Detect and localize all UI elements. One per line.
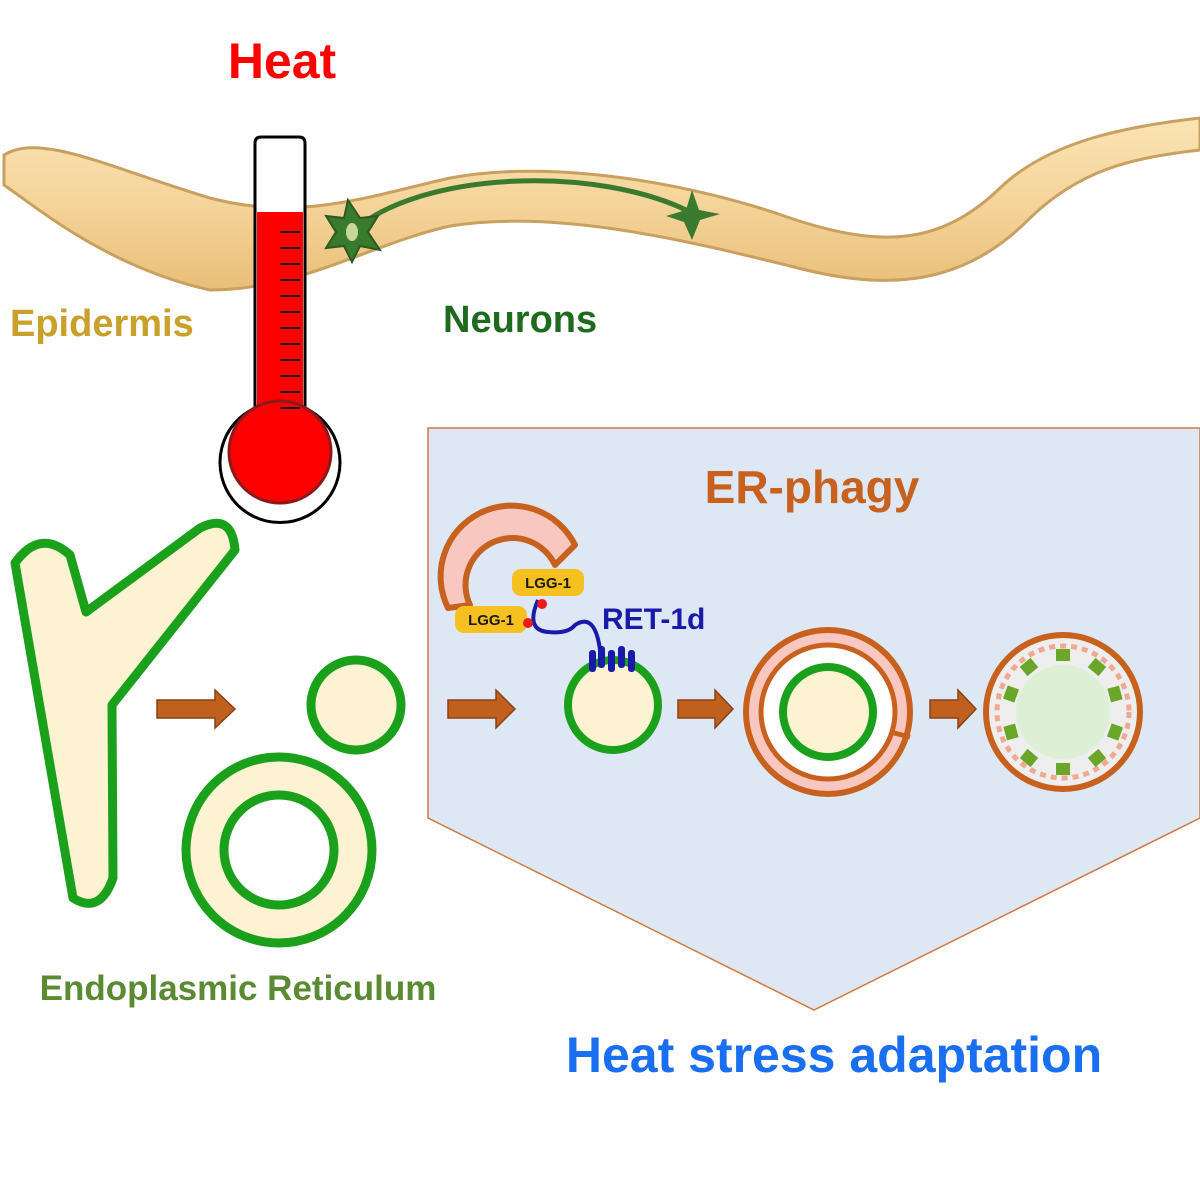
- degraded-er-lumen: [1016, 665, 1110, 759]
- er-vesicle-engulfed: [779, 663, 877, 761]
- lgg1-label-left: LGG-1: [468, 612, 514, 629]
- lgg1-badge-left: [455, 606, 527, 633]
- lgg1-label-top: LGG-1: [525, 575, 571, 592]
- lgg1-badge-top: [512, 569, 584, 596]
- degraded-er-fragments: [1002, 649, 1124, 775]
- heat-label: Heat: [228, 33, 337, 89]
- neuron-terminal-star-icon: [666, 190, 720, 240]
- er-vesicle-small: [306, 655, 406, 755]
- worm-body: [2, 116, 1200, 292]
- thermometer-icon: [218, 135, 342, 524]
- ret1d-transmembrane-domains: [589, 646, 635, 672]
- arrow-1-icon: [156, 688, 237, 730]
- arrow-2-icon: [447, 688, 517, 730]
- er-vesicle-receptor-bound: [564, 656, 662, 754]
- neuron-axon: [350, 178, 694, 234]
- endoplasmic-reticulum-label: Endoplasmic Reticulum: [40, 969, 437, 1008]
- epidermis-label: Epidermis: [10, 303, 194, 345]
- ret1d-linker: [531, 599, 602, 651]
- arrow-3-icon: [677, 688, 735, 730]
- lir-motif-top: [537, 599, 547, 609]
- phagophore-membrane: [437, 502, 578, 611]
- heat-stress-adaptation-label: Heat stress adaptation: [566, 1027, 1102, 1083]
- neurons-label: Neurons: [443, 299, 597, 341]
- neuron-nucleus: [346, 223, 358, 241]
- lir-motif-left: [523, 618, 533, 628]
- autolysosome-degraded-membrane: [994, 643, 1132, 781]
- autophagosome-closure-gap: [893, 730, 911, 740]
- ret1d-label: RET-1d: [602, 603, 705, 636]
- er-phagy-title: ER-phagy: [705, 461, 920, 513]
- er-ring-inner: [219, 790, 339, 910]
- arrow-4-icon: [929, 688, 978, 730]
- er-tubule-y-shape: [10, 518, 240, 908]
